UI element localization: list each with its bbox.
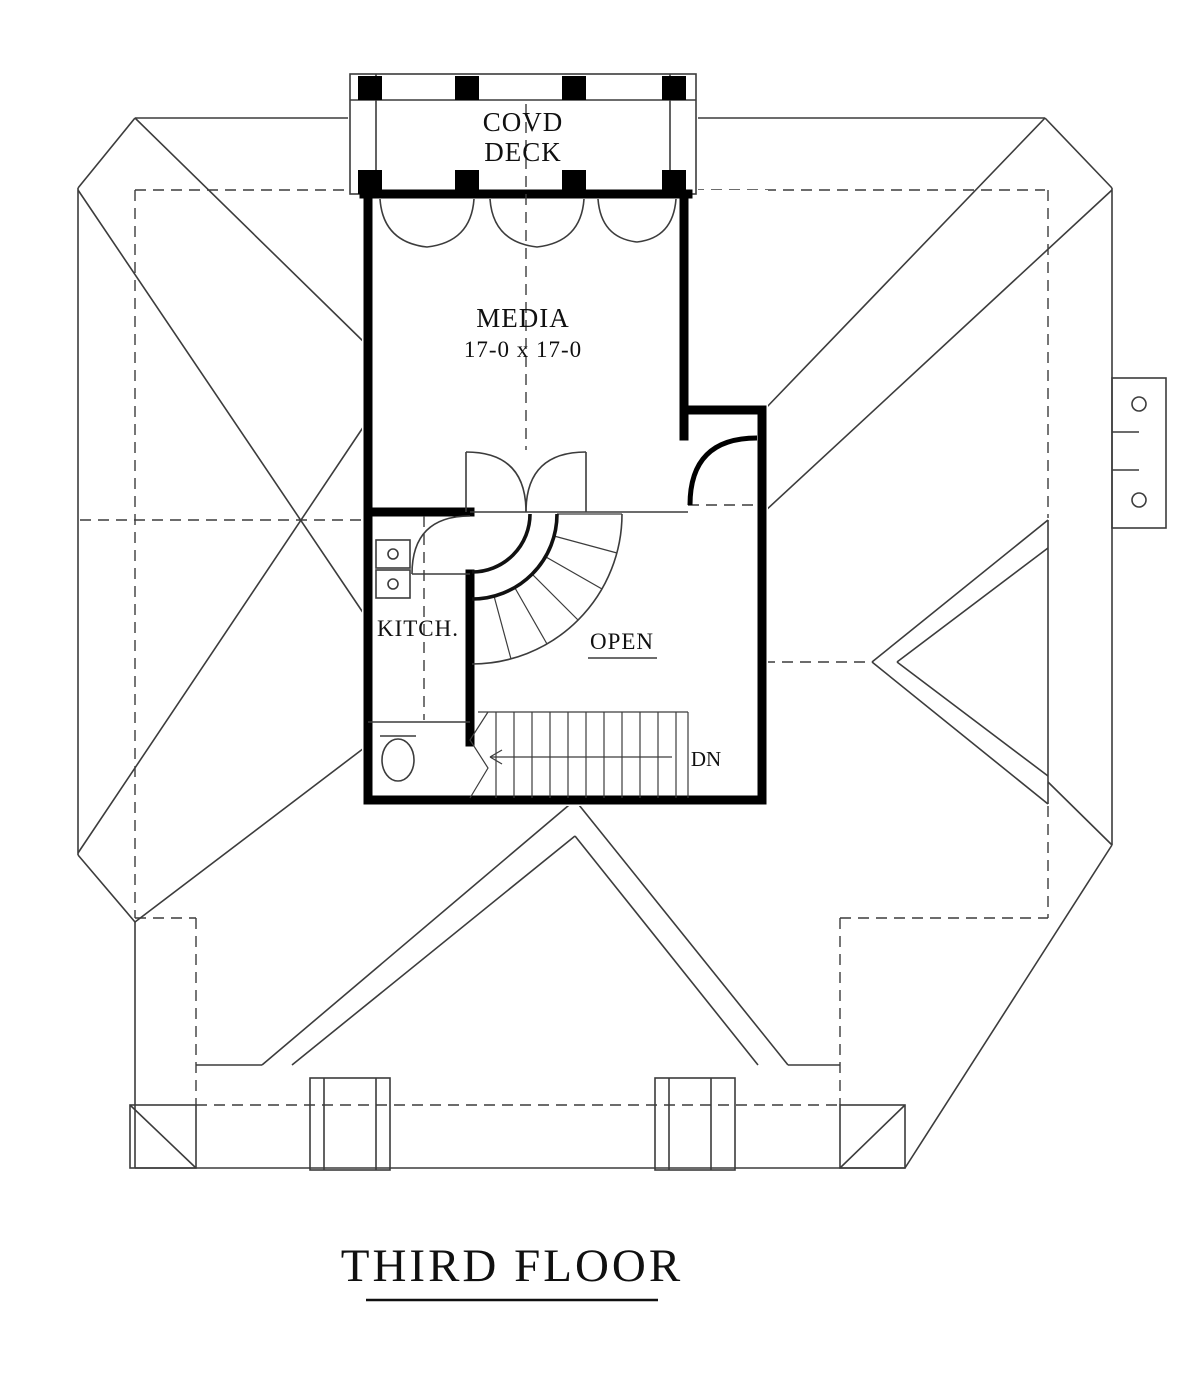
right-bumpout <box>1111 377 1167 529</box>
sink-bowl-top <box>375 539 411 569</box>
media-dimensions: 17-0 x 17-0 <box>464 337 582 362</box>
straight-stair <box>469 711 689 799</box>
deck-posts <box>358 76 686 194</box>
basin-fixture <box>381 738 415 782</box>
kitchen-label: KITCH. <box>377 616 459 641</box>
double-door-left <box>465 451 527 513</box>
sink-bowl-bottom <box>375 569 411 599</box>
open-label: OPEN <box>590 629 654 654</box>
double-door-right <box>525 451 587 513</box>
corner-post-right <box>839 1104 906 1169</box>
right-gable <box>871 519 1049 805</box>
sink-drain-bottom <box>387 578 399 590</box>
kitchen-fixtures <box>368 539 470 782</box>
down-label: DN <box>691 747 721 771</box>
chimney-left <box>309 1077 391 1171</box>
corner-post-left <box>129 1104 197 1169</box>
floor-title: THIRD FLOOR <box>341 1240 683 1292</box>
chimney-right <box>654 1077 736 1171</box>
deck-mask <box>348 70 698 196</box>
curved-stair <box>470 511 688 665</box>
roof-hip-lines <box>77 117 1113 923</box>
bottom-gable <box>196 799 840 1066</box>
core-mask <box>362 190 768 806</box>
media-label: MEDIA <box>476 303 570 333</box>
media-centerline <box>423 104 757 720</box>
vestibule-arch-door <box>687 435 758 506</box>
window-scallops <box>379 198 677 248</box>
deck-label-line2: DECK <box>484 137 562 167</box>
plan-labels: COVD DECK MEDIA 17-0 x 17-0 KITCH. OPEN … <box>377 107 721 771</box>
core-walls <box>359 187 767 805</box>
sink-drain-top <box>387 548 399 560</box>
title-block: THIRD FLOOR <box>341 1240 683 1302</box>
door-arcs <box>411 435 758 575</box>
deck-label-line1: COVD <box>483 107 564 137</box>
kitchen-door <box>411 515 471 575</box>
